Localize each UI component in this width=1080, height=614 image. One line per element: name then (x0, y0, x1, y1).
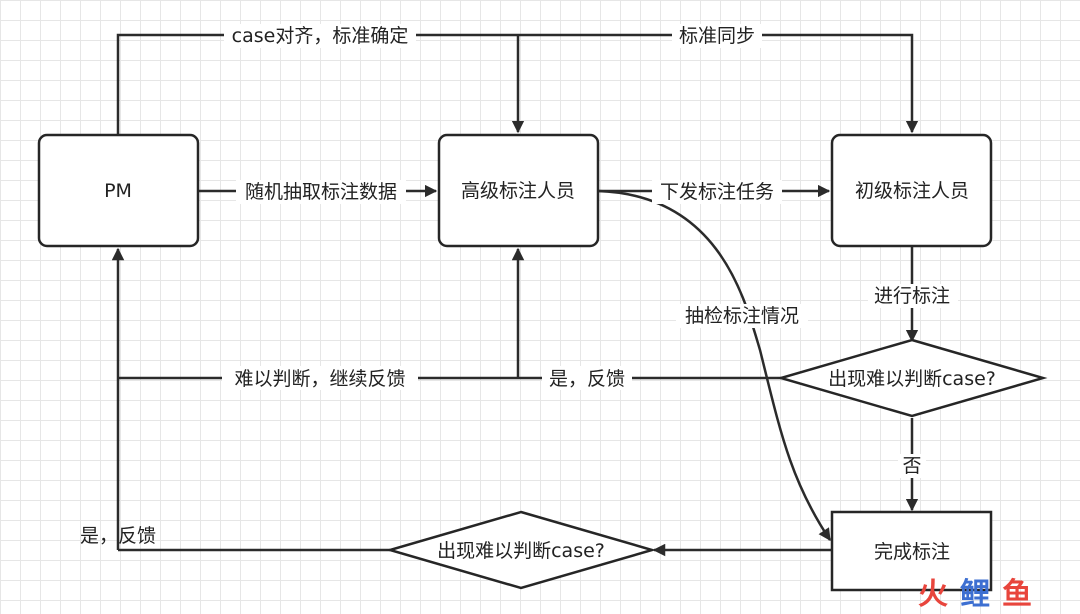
label-bg-no (898, 454, 926, 478)
edge-label-do-label: 进行标注 (874, 285, 950, 307)
label-bg-random-sample (236, 180, 406, 204)
edge-pm-to-top (116, 33, 919, 135)
node-junior-box (830, 133, 993, 248)
node-decision-bottom: 出现难以判断case? (437, 540, 605, 562)
edge-label-std-sync: 标准同步 (679, 25, 755, 47)
node-senior-box (437, 133, 600, 248)
label-bg-spot-check (676, 304, 808, 328)
watermark-char-1: 火 (918, 577, 948, 612)
label-bg-std-sync (672, 24, 762, 48)
node-decision-top-shape (776, 338, 1048, 418)
edge-label-case-align: case对齐，标准确定 (232, 25, 409, 47)
edge-label-dispatch: 下发标注任务 (660, 181, 774, 203)
edge-label-yes-feedback-bottom: 是，反馈 (80, 525, 156, 547)
label-bg-dispatch (652, 180, 782, 204)
node-pm-box (37, 133, 200, 248)
edge-spot-check (597, 189, 832, 542)
label-bg-yes-top (542, 366, 632, 390)
watermark-char-2: 鲤 (960, 577, 990, 612)
node-pm: PM (104, 180, 132, 202)
node-junior: 初级标注人员 (855, 180, 969, 202)
label-bg-do-label (868, 284, 958, 308)
node-senior: 高级标注人员 (461, 180, 575, 202)
label-bg-hard-feedback (222, 366, 418, 390)
label-bg-case-align (224, 24, 416, 48)
node-decision-bottom-shape (385, 510, 657, 590)
edge-label-spot-check: 抽检标注情况 (685, 305, 799, 327)
edge-label-no: 否 (902, 455, 921, 477)
node-decision-top: 出现难以判断case? (828, 368, 996, 390)
edge-label-random-sample: 随机抽取标注数据 (245, 181, 397, 203)
edge-label-hard-feedback: 难以判断，继续反馈 (234, 368, 405, 390)
watermark-char-3: 鱼 (1002, 577, 1032, 612)
edge-label-yes-feedback-top: 是，反馈 (549, 368, 625, 390)
node-complete: 完成标注 (874, 541, 950, 563)
node-complete-box (830, 510, 993, 592)
